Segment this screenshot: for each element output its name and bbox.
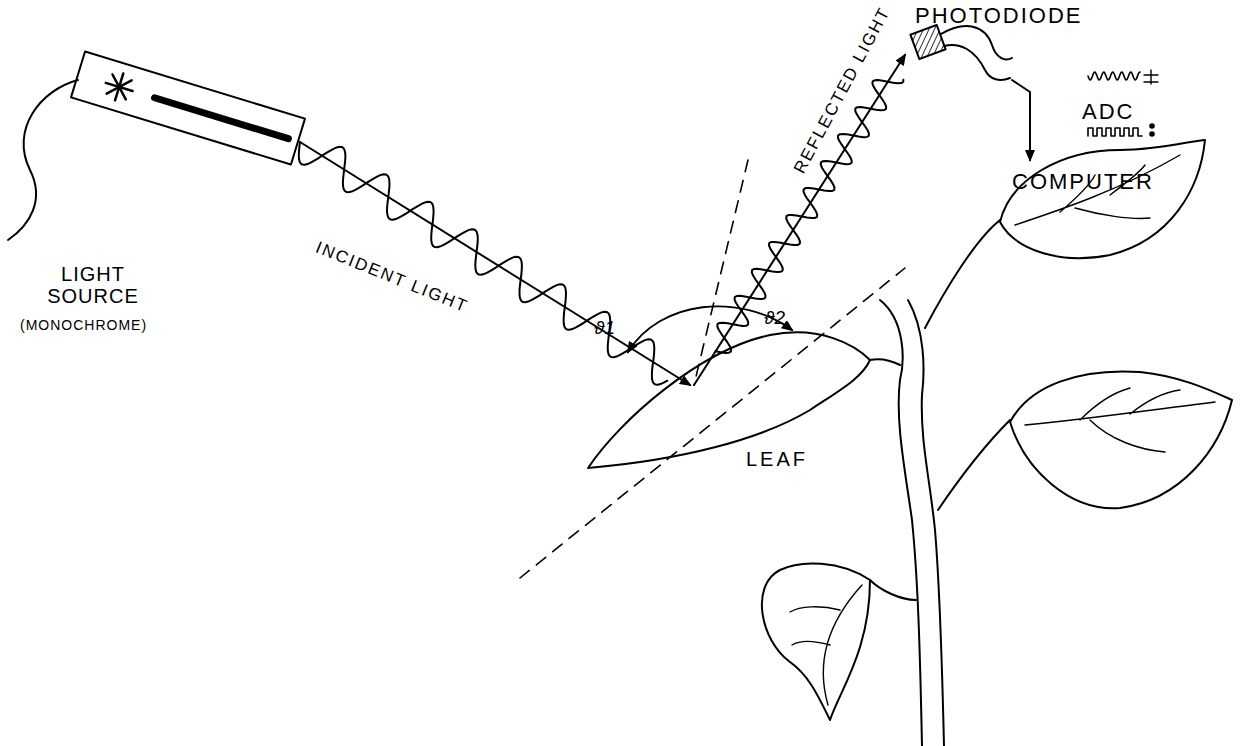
leaf-petiole <box>870 359 900 365</box>
device-label: PHOTODIODE <box>915 4 1083 28</box>
light-source <box>71 51 305 164</box>
angle-label: ϑ1 <box>594 318 615 339</box>
device-label: COMPUTER <box>1012 170 1154 194</box>
incident-wave <box>299 142 668 385</box>
leaf <box>762 563 870 720</box>
stem <box>880 300 922 746</box>
signal-label: ADC <box>1082 100 1134 124</box>
reflected-ray <box>694 55 905 385</box>
leaf <box>1010 371 1232 508</box>
branch <box>938 420 1010 510</box>
main-leaf <box>588 332 870 468</box>
photodiode-symbol <box>910 25 945 59</box>
leaf-plane <box>520 268 905 578</box>
branch <box>870 580 916 600</box>
stem <box>908 300 944 746</box>
leaf-vein <box>790 585 862 705</box>
branch <box>925 220 1000 328</box>
analog-signal <box>1088 72 1140 80</box>
digital-signal <box>1088 128 1142 136</box>
photodiode-wire <box>944 45 1010 80</box>
part-label: LEAF <box>746 448 808 470</box>
device-note: (MONOCHROME) <box>20 318 147 333</box>
photodiode-wire <box>941 26 1012 59</box>
leaf-vein <box>1025 388 1215 452</box>
angle-arc <box>628 306 792 352</box>
device-label: LIGHT SOURCE <box>38 263 148 307</box>
signal-arrow <box>1012 80 1030 160</box>
angle-label: ϑ2 <box>764 308 785 329</box>
reflected-wave <box>716 80 904 353</box>
power-cable <box>8 80 78 240</box>
ray-label: INCIDENT LIGHT <box>311 238 473 318</box>
surface-normal <box>694 160 748 385</box>
